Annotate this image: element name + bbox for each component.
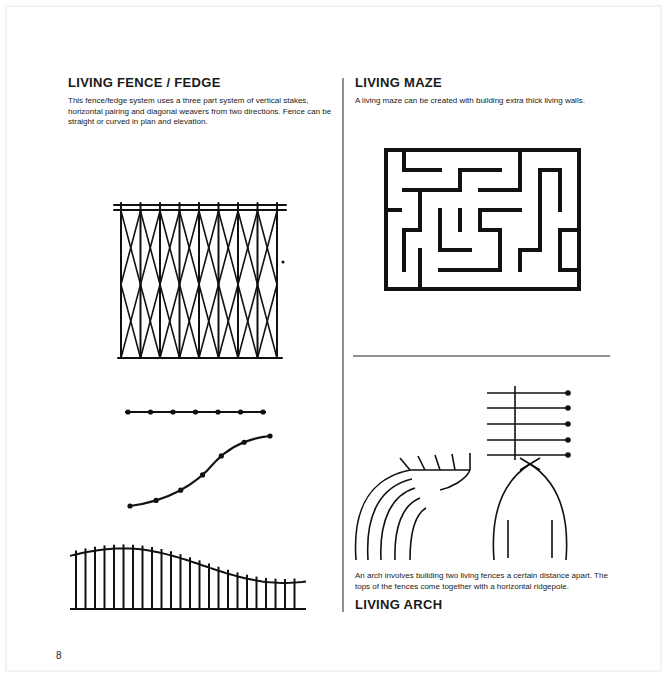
fence-grid (4, 203, 414, 358)
mark-dot (282, 261, 285, 264)
plan-straight (125, 409, 266, 414)
stroke (121, 211, 160, 358)
body-text: This fence/fedge system uses a three par… (68, 96, 333, 128)
stroke (227, 570, 229, 609)
stroke (123, 544, 125, 609)
stroke (284, 579, 286, 609)
stroke (142, 546, 144, 609)
stroke (265, 578, 267, 609)
stake-dot (125, 409, 130, 414)
stroke (113, 545, 115, 609)
section-heading: LIVING FENCE / FEDGE (68, 75, 333, 90)
stroke (141, 211, 180, 358)
stroke (199, 211, 238, 358)
stroke (75, 550, 77, 609)
stroke (132, 545, 134, 609)
stroke (294, 579, 296, 609)
stroke (238, 211, 277, 358)
column-divider (343, 78, 344, 612)
stroke (246, 575, 248, 609)
stroke (180, 554, 182, 609)
stroke (104, 545, 106, 609)
stroke (161, 549, 163, 609)
arch-tunnel (355, 453, 470, 560)
stroke (199, 560, 201, 609)
stroke (208, 564, 210, 609)
stroke (121, 211, 141, 358)
stroke (94, 547, 96, 609)
page-edge (6, 6, 661, 671)
stroke (180, 211, 219, 358)
arch-section (493, 458, 566, 560)
stroke (160, 211, 199, 358)
stroke (199, 211, 238, 358)
stake-dot (267, 433, 272, 438)
body-text: A living maze can be created with buildi… (355, 96, 610, 107)
stake-dot (193, 409, 198, 414)
stroke (277, 211, 278, 358)
stake-dot (260, 409, 265, 414)
curved-elevation-fence (70, 544, 306, 609)
stroke (121, 211, 141, 358)
stroke (160, 211, 199, 358)
stroke (238, 211, 277, 358)
stroke (180, 211, 219, 358)
stake-dot (200, 472, 205, 477)
stroke (258, 211, 279, 358)
stake-dot (238, 409, 243, 414)
section-heading: LIVING ARCH (355, 597, 610, 612)
maze-plan (386, 150, 579, 289)
stake-dot (215, 409, 220, 414)
stroke (237, 572, 239, 609)
page-number: 8 (56, 650, 86, 662)
stroke (258, 211, 279, 358)
stake-dot (170, 409, 175, 414)
stroke (121, 211, 160, 358)
stroke (85, 548, 87, 609)
stake-dot (148, 409, 153, 414)
caption-text: An arch involves building two living fen… (355, 571, 610, 592)
stroke (275, 579, 277, 609)
stake-dot (178, 488, 183, 493)
stroke (219, 211, 258, 358)
stake-dot (242, 440, 247, 445)
arch-stakes (487, 386, 570, 460)
section-heading: LIVING MAZE (355, 75, 610, 90)
stake-dot (127, 503, 132, 508)
section-divider (353, 356, 610, 357)
stroke (189, 557, 191, 609)
stroke (256, 577, 258, 609)
plan-curved (127, 433, 272, 508)
stroke (219, 211, 258, 358)
stroke (141, 211, 180, 358)
stroke (151, 547, 153, 609)
stroke (170, 551, 172, 609)
stroke (218, 567, 220, 609)
stake-dot (219, 453, 224, 458)
stake-dot (153, 498, 158, 503)
